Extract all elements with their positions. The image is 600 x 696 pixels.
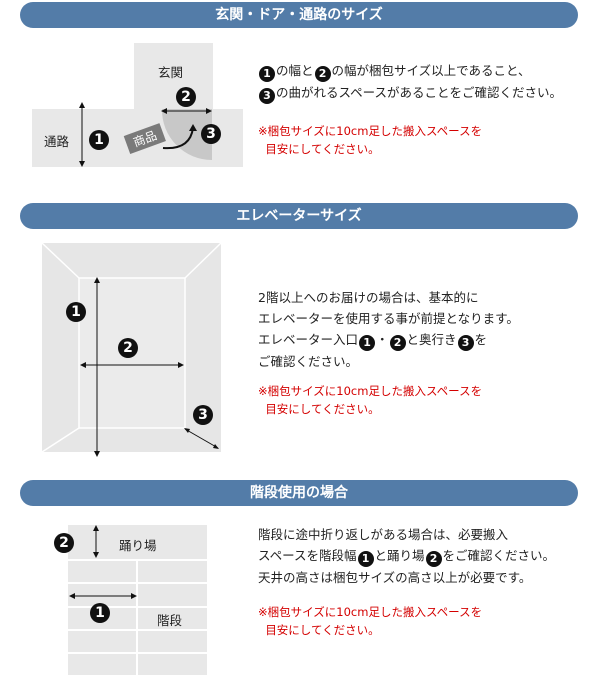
number-badge-3: 3 (193, 405, 213, 425)
section-banner-stairs: 階段使用の場合 (20, 480, 578, 506)
elevator-diagram (41, 242, 222, 457)
entrance-label: 玄関 (158, 65, 184, 80)
corridor-label: 通路 (44, 134, 70, 149)
stairs-diagram (68, 525, 207, 675)
section-banner-elevator: エレベーターサイズ (20, 203, 578, 229)
elevator-note: ※梱包サイズに10cm足した搬入スペースを 目安にしてください。 (258, 384, 483, 416)
number-badge-2: 2 (118, 338, 138, 358)
number-badge-1: 1 (90, 603, 110, 623)
elevator-instruction: 2階以上へのお届けの場合は、基本的にエレベーターを使用する事が前提となります。 … (258, 290, 519, 369)
number-badge-3: 3 (201, 124, 221, 144)
stairs-note: ※梱包サイズに10cm足した搬入スペースを 目安にしてください。 (258, 605, 483, 637)
number-badge-2: 2 (54, 533, 74, 553)
number-badge-2: 2 (176, 87, 196, 107)
number-badge-1: 1 (89, 130, 109, 150)
landing-label: 踊り場 (119, 538, 157, 553)
entrance-note: ※梱包サイズに10cm足した搬入スペースを 目安にしてください。 (258, 124, 483, 156)
stairs-label: 階段 (157, 613, 183, 628)
number-badge-1: 1 (66, 302, 86, 322)
section-banner-entrance: 玄関・ドア・通路のサイズ (20, 2, 578, 28)
